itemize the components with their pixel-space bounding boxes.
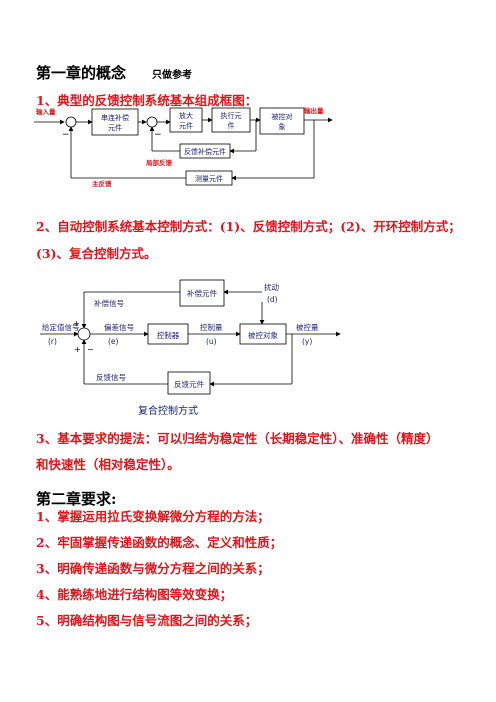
given-label: 给定值信号	[42, 322, 80, 332]
controlled-label: 被控量	[296, 322, 319, 332]
fb-elem-block	[167, 371, 211, 395]
actuator-label-1: 执行元	[221, 111, 242, 120]
actuator-label-2: 件	[228, 121, 235, 130]
item2-text-2: (3)、复合控制方式。	[36, 246, 157, 261]
error-label: 偏差信号	[104, 322, 134, 332]
ch2-item-1: 1、掌握运用拉氏变换解微分方程的方法；	[36, 509, 270, 524]
ch2-item-5: 5、明确结构图与信号流图之间的关系；	[36, 613, 258, 628]
chapter2-title: 第二章要求:	[36, 490, 117, 508]
comp-sig-label: 补偿信号	[94, 298, 124, 308]
plus-sign-left: +	[74, 345, 81, 354]
item3-text-1: 3、基本要求的提法：可以归结为稳定性（长期稳定性）、准确性（精度）	[36, 431, 439, 446]
plus-sign-top: +	[73, 319, 80, 328]
series-comp-label-2: 元件	[108, 123, 122, 132]
series-comp-block	[91, 108, 139, 136]
ch2-item-3: 3、明确传递函数与微分方程之间的关系；	[36, 561, 270, 576]
ch2-item-2: 2、牢固掌握传递函数的概念、定义和性质；	[36, 535, 283, 550]
ch2-item-4: 4、能熟练地进行结构图等效变换；	[36, 587, 233, 602]
ctrl-sym: (u)	[206, 337, 217, 346]
minus-sign-1: −	[62, 130, 70, 140]
controlled-sym: (y)	[302, 337, 312, 346]
ctrl-var-label: 控制量	[200, 322, 223, 332]
feedback-block-diagram: 串连补偿 元件 放大 元件 执行元 件 被控对 象 反馈补偿元件 测量元件 输入…	[34, 106, 333, 188]
measure-label: 测量元件	[195, 174, 223, 183]
amplifier-label-2: 元件	[179, 121, 193, 130]
compound-control-diagram: 补偿元件 补偿信号 扰动 (d) 给定值信号 (r) 偏差信号 (e) 控制器 …	[40, 279, 341, 417]
minus-sign-fb: −	[87, 345, 94, 354]
actuator-block	[211, 107, 251, 133]
summing-junction-2	[146, 116, 158, 128]
fb-sig-label: 反馈信号	[96, 372, 126, 382]
summing-junction	[77, 327, 91, 341]
output-label: 输出量	[304, 106, 324, 115]
feedback-comp-label: 反馈补偿元件	[184, 147, 226, 156]
amplifier-label-1: 放大	[179, 111, 193, 120]
diagram2-caption: 复合控制方式	[138, 404, 198, 417]
summing-junction-1	[65, 116, 77, 128]
disturb-label: 扰动	[264, 282, 279, 292]
chapter1-title: 第一章的概念	[36, 64, 127, 82]
plant-label-2: 象	[279, 122, 286, 131]
input-label: 输入量	[36, 107, 56, 116]
chapter1-heading: 第一章的概念 只做参考	[36, 62, 192, 83]
fb-elem-label: 反馈元件	[174, 379, 204, 389]
controller-label: 控制器	[157, 330, 180, 340]
plant-label-1: 被控对	[272, 112, 293, 121]
main-fb-label: 主反馈	[92, 179, 112, 188]
item2-text-1: 2、自动控制系统基本控制方式：(1)、反馈控制方式；(2)、开环控制方式；	[36, 219, 461, 234]
error-sym: (e)	[108, 337, 119, 346]
disturb-sym: (d)	[267, 295, 278, 304]
series-comp-label-1: 串连补偿	[101, 113, 129, 122]
given-sym: (r)	[48, 337, 57, 346]
plant-block	[259, 107, 305, 135]
item3-text-2: 和快速性（相对稳定性）。	[36, 457, 180, 472]
plant-label-2b: 被控对象	[248, 330, 278, 340]
local-fb-label: 局部反馈	[146, 158, 173, 167]
comp-elem-label: 补偿元件	[187, 288, 217, 298]
comp-elem-block	[179, 279, 225, 307]
minus-sign-2: −	[154, 130, 162, 140]
chapter1-note: 只做参考	[152, 70, 193, 81]
item1-text: 1、典型的反馈控制系统基本组成框图：	[36, 93, 258, 108]
